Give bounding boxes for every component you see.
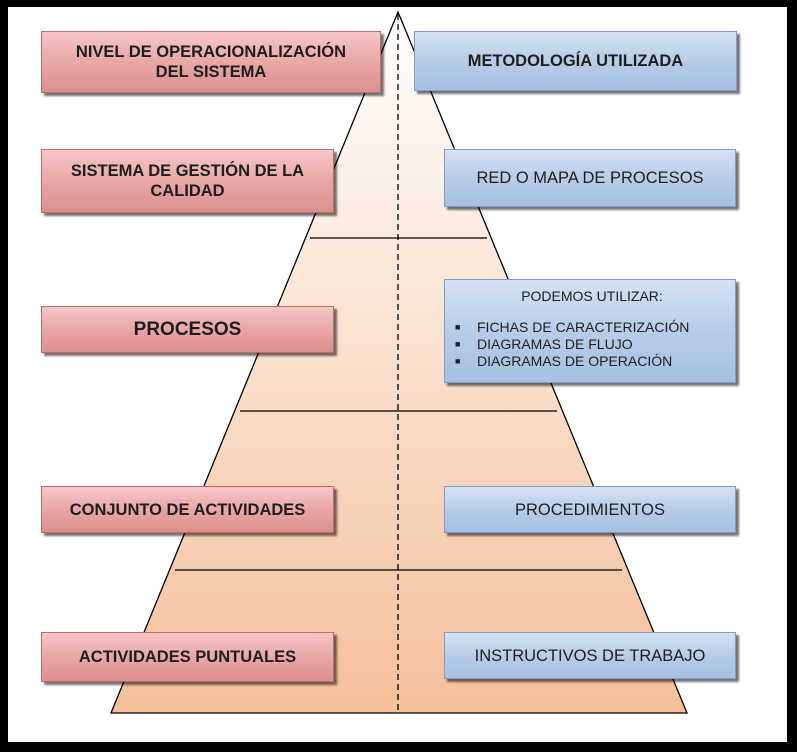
square-bullet-icon: ■ [455, 339, 461, 349]
level-label-line1: SISTEMA DE GESTIÓN DE LA [70, 162, 305, 180]
list-item-label: FICHAS DE CARACTERIZACIÓN [477, 319, 690, 335]
method-label: METODOLOGÍA UTILIZADA [467, 52, 684, 70]
method-label: PROCEDIMIENTOS [514, 500, 666, 519]
list-item: ■ FICHAS DE CARACTERIZACIÓN [455, 319, 729, 336]
list-item-label: DIAGRAMAS DE OPERACIÓN [477, 353, 673, 369]
level-label: ACTIVIDADES PUNTUALES [78, 648, 297, 666]
method-list-title: PODEMOS UTILIZAR: [521, 288, 663, 304]
method-box-procedimientos: PROCEDIMIENTOS [444, 486, 736, 533]
level-box-nivel: NIVEL DE OPERACIONALIZACIÓN DEL SISTEMA [41, 31, 381, 93]
square-bullet-icon: ■ [455, 356, 461, 366]
list-item-label: DIAGRAMAS DE FLUJO [477, 336, 633, 352]
method-box-instructivos: INSTRUCTIVOS DE TRABAJO [444, 632, 736, 679]
level-box-conjunto: CONJUNTO DE ACTIVIDADES [41, 486, 334, 533]
square-bullet-icon: ■ [455, 322, 461, 332]
level-label-line2: CALIDAD [150, 182, 225, 200]
level-box-actividades: ACTIVIDADES PUNTUALES [41, 632, 334, 682]
list-item: ■ DIAGRAMAS DE FLUJO [455, 336, 729, 353]
method-label: INSTRUCTIVOS DE TRABAJO [474, 646, 706, 665]
level-label-line2: DEL SISTEMA [155, 63, 267, 81]
list-item: ■ DIAGRAMAS DE OPERACIÓN [455, 353, 729, 370]
method-box-podemos: PODEMOS UTILIZAR: ■ FICHAS DE CARACTERIZ… [444, 279, 736, 383]
level-box-sistema: SISTEMA DE GESTIÓN DE LA CALIDAD [41, 149, 334, 213]
level-label-line1: NIVEL DE OPERACIONALIZACIÓN [75, 43, 347, 61]
method-box-metodologia: METODOLOGÍA UTILIZADA [414, 31, 737, 91]
method-label: RED O MAPA DE PROCESOS [476, 169, 704, 187]
level-box-procesos: PROCESOS [41, 306, 334, 353]
level-label: CONJUNTO DE ACTIVIDADES [69, 500, 306, 519]
level-label: PROCESOS [133, 318, 242, 340]
method-box-red: RED O MAPA DE PROCESOS [444, 149, 736, 207]
